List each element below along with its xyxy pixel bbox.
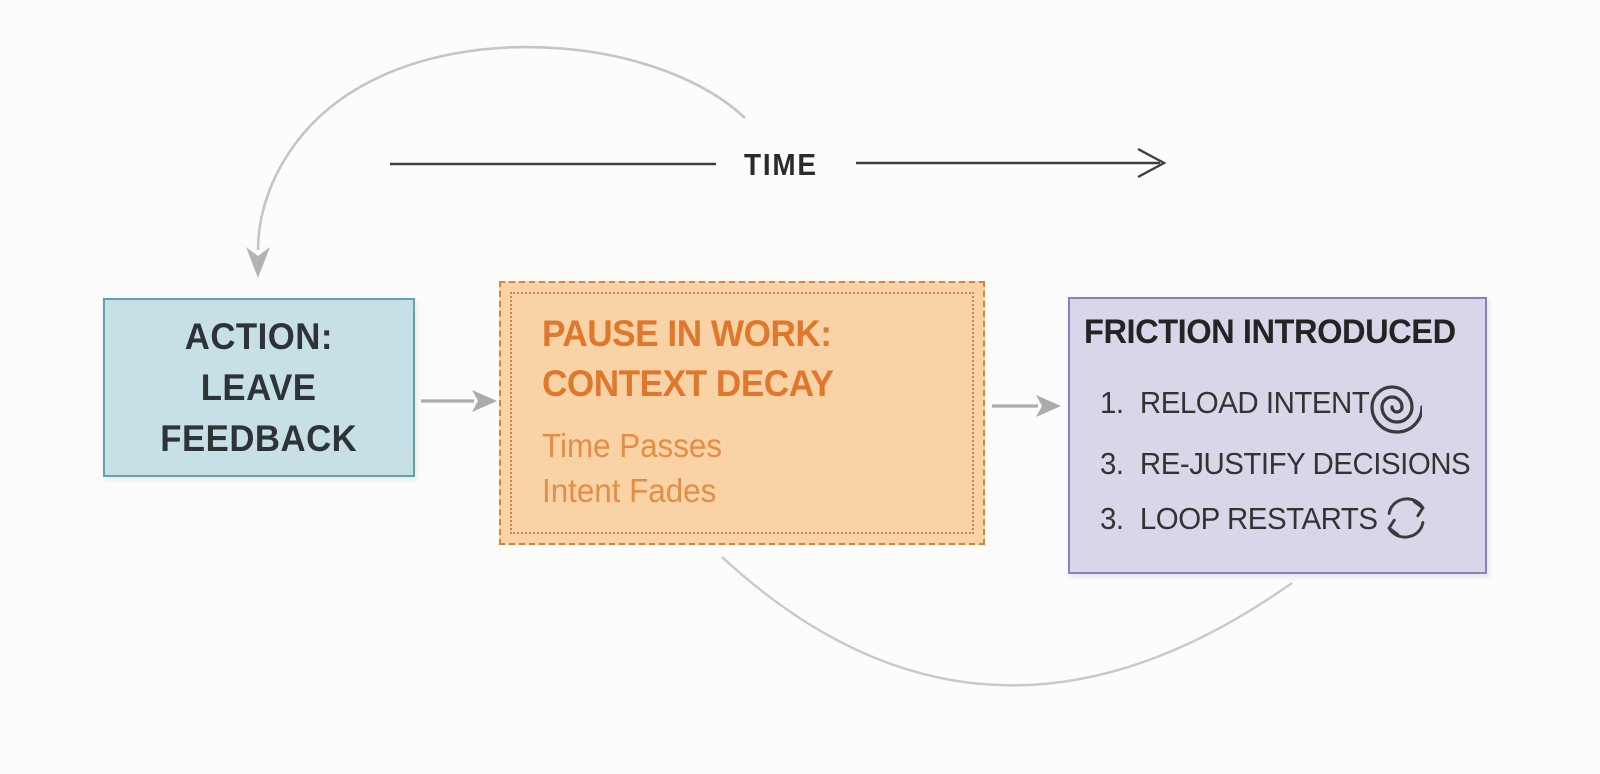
pause-box-detail-line: Intent Fades [542,472,717,509]
spiral-icon [1370,385,1422,434]
friction-item: 3. LOOP RESTARTS [1100,501,1378,537]
friction-item-label: RELOAD INTENT [1139,385,1370,420]
friction-box: FRICTION INTRODUCED 1. RELOAD INTENT 3. … [1068,297,1487,574]
pause-box: PAUSE IN WORK: CONTEXT DECAY Time Passes… [499,281,985,545]
top-loop-arrowhead-icon [246,247,270,278]
cycle-icon [1387,497,1425,539]
friction-item-number: 3. [1100,501,1124,536]
friction-item: 3. RE-JUSTIFY DECISIONS [1100,446,1471,482]
friction-item-label: LOOP RESTARTS [1139,501,1378,536]
time-axis-label: TIME [744,147,818,182]
bottom-loop-curve [721,556,1293,687]
time-axis-arrowhead-icon [1137,147,1167,179]
friction-item: 1. RELOAD INTENT [1100,385,1370,421]
friction-item-number: 1. [1100,385,1124,420]
action-box-line: FEEDBACK [160,418,358,459]
pause-box-content: PAUSE IN WORK: CONTEXT DECAY Time Passes… [542,309,849,513]
pause-to-friction-arrowhead-icon [1036,395,1061,417]
action-to-pause-arrowhead-icon [472,390,497,412]
pause-box-inner-border [510,292,974,534]
friction-item-number: 3. [1100,446,1124,481]
action-box: ACTION: LEAVE FEEDBACK [103,298,415,477]
top-loop-curve [256,45,746,251]
action-box-line: ACTION: [184,316,334,357]
pause-box-title-line: PAUSE IN WORK: [542,313,832,354]
friction-item-label: RE-JUSTIFY DECISIONS [1139,446,1471,481]
pause-box-detail-line: Time Passes [542,427,723,464]
action-box-line: LEAVE [201,367,317,408]
friction-box-title: FRICTION INTRODUCED [1084,313,1456,351]
pause-box-title-line: CONTEXT DECAY [542,363,834,404]
